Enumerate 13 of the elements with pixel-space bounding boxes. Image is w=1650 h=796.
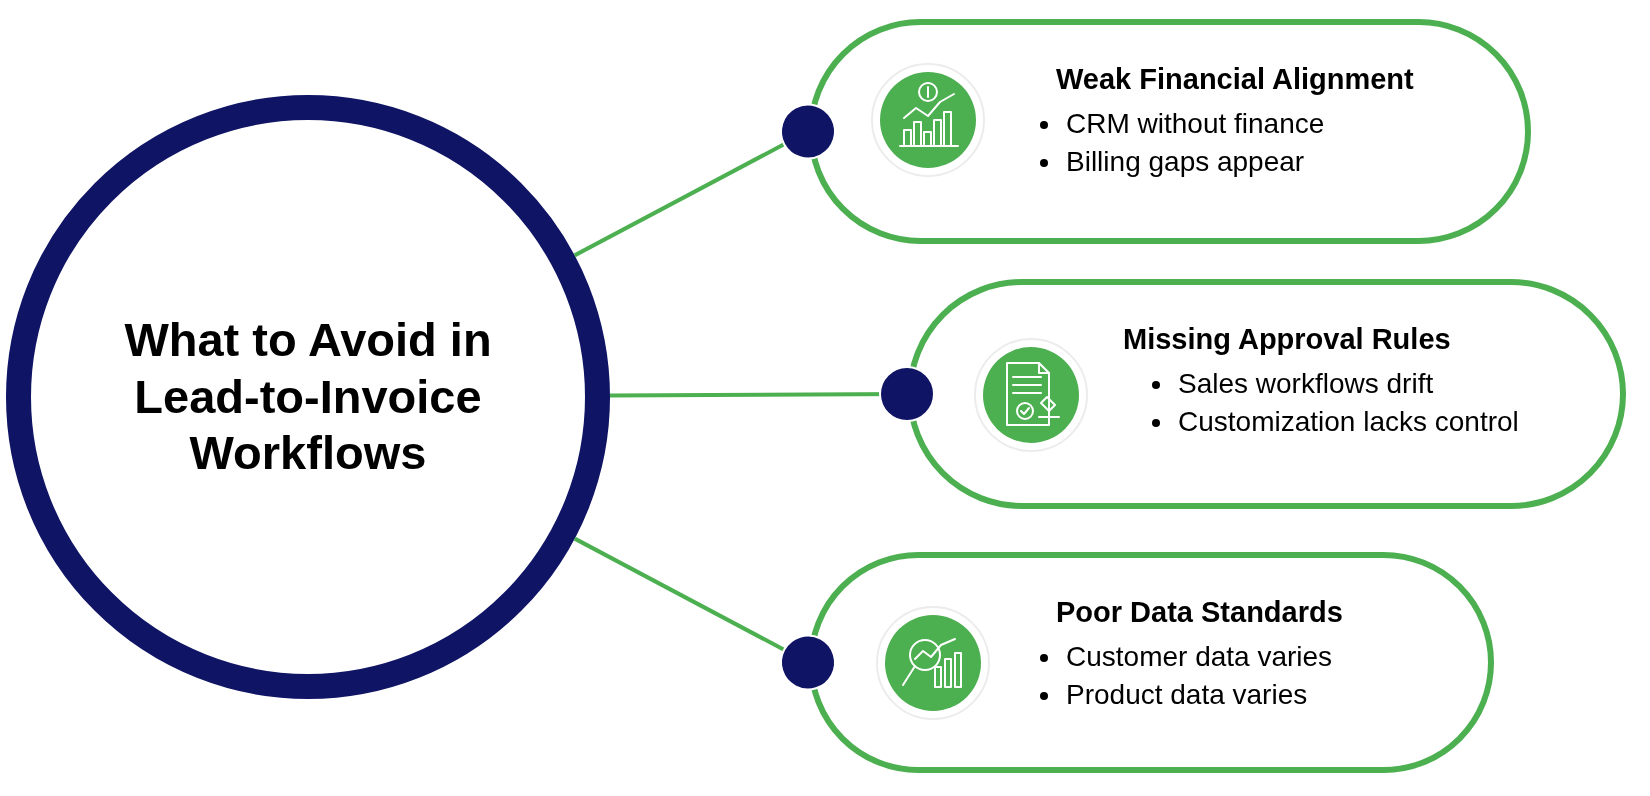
bullet-item: Customization lacks control	[1150, 406, 1519, 438]
card-heading: Missing Approval Rules	[1123, 323, 1451, 356]
connector-line	[573, 536, 836, 691]
bullet-item: Sales workflows drift	[1150, 368, 1434, 400]
connector-line	[573, 103, 836, 258]
card-heading: Poor Data Standards	[1056, 596, 1343, 629]
hub-label: What to Avoid in Lead-to-Invoice Workflows	[123, 312, 493, 482]
bullet-item: Billing gaps appear	[1038, 146, 1305, 178]
card-heading: Weak Financial Alignment	[1056, 63, 1414, 96]
bullet-item: CRM without finance	[1038, 108, 1325, 140]
bullet-item: Product data varies	[1038, 679, 1308, 711]
bullet-item: Customer data varies	[1038, 641, 1333, 673]
connector-line	[610, 366, 935, 422]
